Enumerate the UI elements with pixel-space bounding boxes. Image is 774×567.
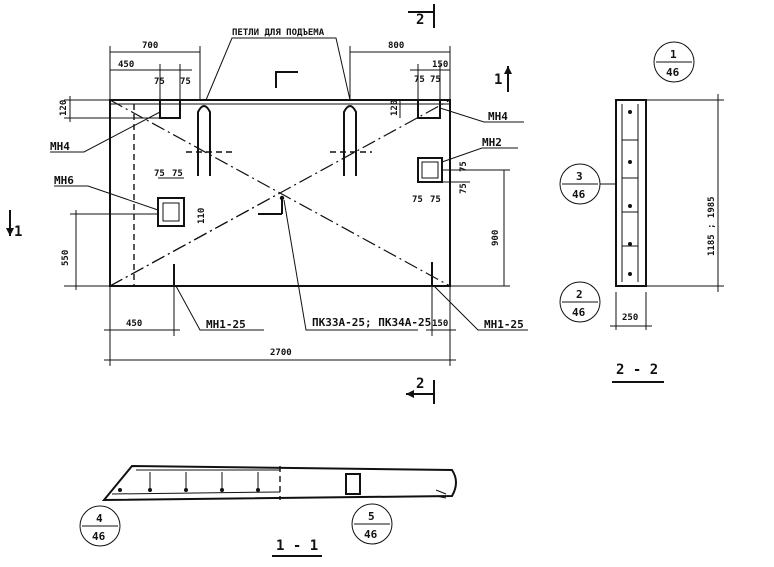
dim-75-f: 75 bbox=[430, 195, 441, 205]
plan-view: ПЕТЛИ ДЛЯ ПОДЪЕМА 700 800 450 75 75 150 … bbox=[6, 4, 528, 404]
dim-75-c: 75 bbox=[414, 75, 425, 85]
svg-text:46: 46 bbox=[364, 528, 378, 541]
lifting-loop-right bbox=[330, 105, 372, 176]
dim-75-v: 75 bbox=[459, 161, 469, 172]
panel-outline bbox=[109, 99, 451, 287]
svg-text:4: 4 bbox=[96, 512, 103, 525]
svg-text:46: 46 bbox=[572, 306, 586, 319]
dim-75-g: 75 bbox=[154, 169, 165, 179]
section-mark-1-right: 1 bbox=[494, 66, 512, 92]
dim-75-h: 75 bbox=[172, 169, 183, 179]
svg-text:46: 46 bbox=[572, 188, 586, 201]
section-2-2-outline bbox=[615, 99, 647, 287]
loops-leader bbox=[205, 37, 351, 101]
callout-3-46: 3 46 bbox=[559, 163, 616, 205]
svg-text:5: 5 bbox=[368, 510, 375, 523]
section-mark-2-bottom-label: 2 bbox=[416, 376, 424, 392]
dim-450-bottom: 450 bbox=[126, 319, 142, 329]
callout-1-46: 1 46 bbox=[653, 41, 695, 83]
svg-text:3: 3 bbox=[576, 170, 583, 183]
svg-text:46: 46 bbox=[92, 530, 106, 543]
section-mark-1-left-label: 1 bbox=[14, 224, 22, 240]
section-1-1: 1 - 1 4 46 5 46 bbox=[79, 464, 457, 557]
dim-900: 900 bbox=[491, 230, 501, 246]
dim-700: 700 bbox=[142, 41, 158, 51]
embedded-part-mn6 bbox=[157, 197, 185, 227]
dim-75-d: 75 bbox=[430, 75, 441, 85]
section-2-2-height-dim: 1185 ; 1985 bbox=[707, 196, 717, 256]
section-2-2-width-dim: 250 bbox=[622, 313, 638, 323]
dim-110: 110 bbox=[197, 208, 207, 224]
embedded-part-mn4-left bbox=[159, 99, 181, 119]
mark-mn1-left: МН1-25 bbox=[206, 318, 246, 331]
callout-4-46: 4 46 bbox=[79, 505, 121, 547]
section-2-2-title: 2 - 2 bbox=[616, 362, 658, 378]
dim-120-left: 120 bbox=[59, 100, 69, 116]
mark-mn1-right: МН1-25 bbox=[484, 318, 524, 331]
callout-5-46: 5 46 bbox=[351, 503, 393, 545]
section-1-1-outline bbox=[101, 464, 457, 502]
centre-point bbox=[279, 195, 285, 201]
mark-pk: ПК33А-25; ПК34А-25 bbox=[312, 316, 431, 329]
dim-150-bottom: 150 bbox=[432, 319, 448, 329]
lifting-loops-label: ПЕТЛИ ДЛЯ ПОДЪЕМА bbox=[232, 28, 325, 38]
section-mark-1-left: 1 bbox=[6, 210, 22, 240]
embedded-part-mn2-inner bbox=[421, 161, 439, 179]
mark-mn6: МН6 bbox=[54, 174, 74, 187]
section-mark-2-bottom: 2 bbox=[406, 376, 435, 404]
section-mark-2-top: 2 bbox=[408, 4, 435, 28]
dim-75-a: 75 bbox=[154, 77, 165, 87]
mark-mn4-right: МН4 bbox=[488, 110, 508, 123]
callout-2-46: 2 46 bbox=[559, 281, 601, 323]
dim-75-v2: 75 bbox=[459, 183, 469, 194]
section-1-1-title: 1 - 1 bbox=[276, 538, 318, 554]
section-2-2: 1185 ; 1985 250 2 - 2 1 46 3 46 2 46 bbox=[559, 41, 724, 383]
dim-150-top: 150 bbox=[432, 60, 448, 70]
embedded-part-mn6-inner bbox=[162, 202, 180, 222]
svg-text:2: 2 bbox=[576, 288, 583, 301]
svg-text:1: 1 bbox=[670, 48, 677, 61]
mark-mn4-left: МН4 bbox=[50, 140, 70, 153]
mark-mn2: МН2 bbox=[482, 136, 502, 149]
dim-120-right: 120 bbox=[390, 100, 400, 116]
section-1-1-loop-pocket bbox=[345, 473, 361, 495]
dim-75-b: 75 bbox=[180, 77, 191, 87]
svg-text:46: 46 bbox=[666, 66, 680, 79]
lifting-loop-left bbox=[186, 105, 236, 176]
dim-800: 800 bbox=[388, 41, 404, 51]
dim-450-top: 450 bbox=[118, 60, 134, 70]
dim-2700: 2700 bbox=[270, 348, 292, 358]
diagonal-3 bbox=[109, 192, 281, 287]
embedded-part-mn4-right bbox=[417, 99, 441, 119]
view-mark-symbol bbox=[275, 71, 298, 88]
dim-550: 550 bbox=[61, 250, 71, 266]
section-mark-2-top-label: 2 bbox=[416, 12, 424, 28]
dim-75-e: 75 bbox=[412, 195, 423, 205]
section-mark-1-right-label: 1 bbox=[494, 72, 502, 88]
